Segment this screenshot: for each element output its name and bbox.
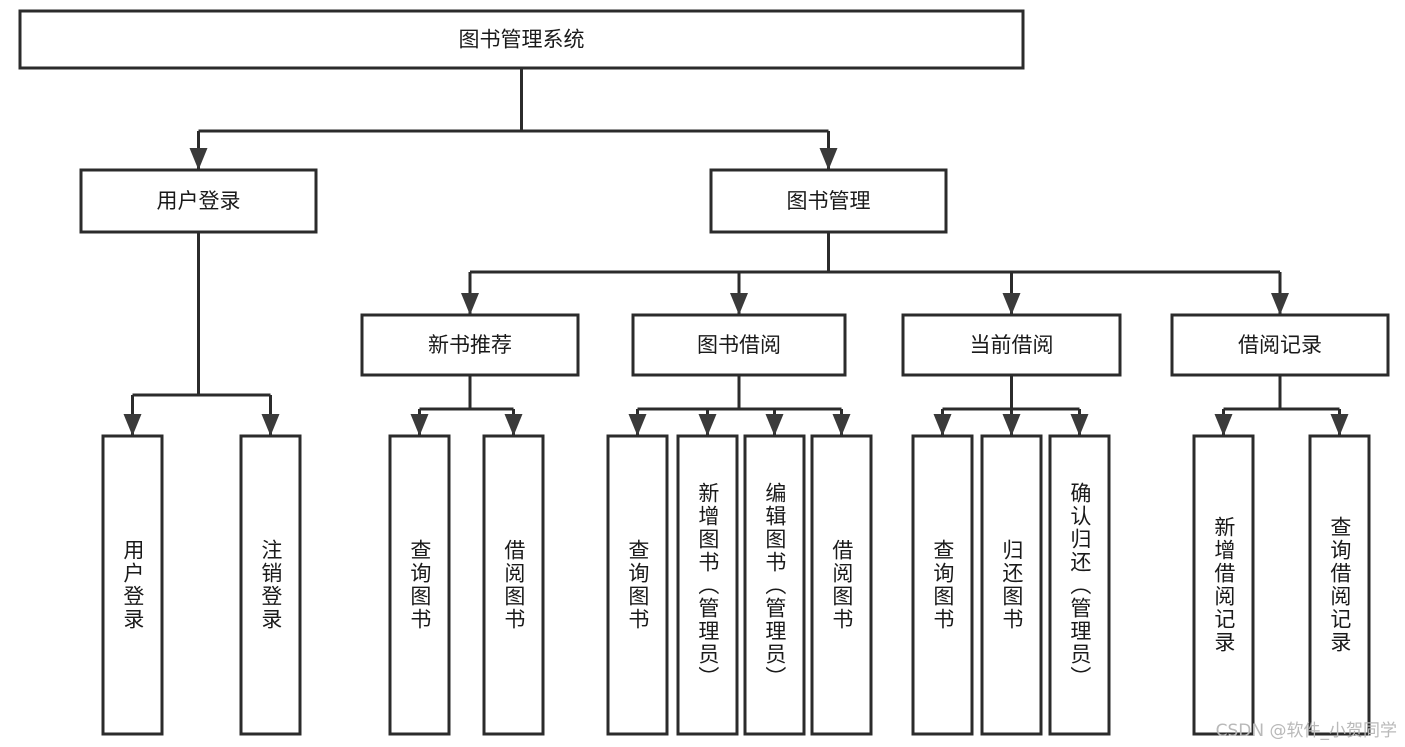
node-box-level2-图书管理[interactable] [709, 168, 948, 234]
leaf-box-1-注销登录[interactable] [239, 434, 302, 736]
node-box-level3-新书推荐[interactable] [360, 313, 580, 377]
arrow-down-icon-root-1 [819, 148, 838, 170]
node-box-level3-当前借阅[interactable] [901, 313, 1122, 377]
arrow-down-icon-current-0 [933, 414, 952, 436]
arrow-down-icon-borrow-3 [832, 414, 851, 436]
arrow-down-icon-bookmgmt-3 [1271, 293, 1289, 315]
node-label-level2-用户登录: 用户登录 [157, 189, 241, 213]
node-box-level2-用户登录[interactable] [79, 168, 318, 234]
arrow-down-icon-current-2 [1070, 414, 1089, 436]
leaf-box-8-查询图书[interactable] [911, 434, 974, 736]
leaf-box-12-查询借阅记录[interactable] [1308, 434, 1371, 736]
leaf-box-9-归还图书[interactable] [980, 434, 1043, 736]
node-label-level3-借阅记录: 借阅记录 [1238, 333, 1322, 357]
arrow-down-icon-records-0 [1214, 414, 1233, 436]
connectors-layer [123, 68, 1349, 436]
arrow-down-icon-root-0 [189, 148, 208, 170]
arrow-down-icon-current-1 [1002, 414, 1021, 436]
leaf-box-11-新增借阅记录[interactable] [1192, 434, 1255, 736]
leaf-box-6-编辑图书管理员[interactable] [743, 434, 806, 736]
arrow-down-icon-borrow-2 [765, 414, 784, 436]
leaf-box-2-查询图书[interactable] [388, 434, 451, 736]
leaf-box-0-用户登录[interactable] [101, 434, 164, 736]
node-box-level3-图书借阅[interactable] [631, 313, 847, 377]
node-label-level3-当前借阅: 当前借阅 [970, 333, 1054, 357]
leaf-box-10-确认归还管理员[interactable] [1048, 434, 1111, 736]
arrow-down-icon-bookmgmt-1 [730, 293, 748, 315]
node-label-root: 图书管理系统 [459, 28, 585, 52]
node-label-level3-新书推荐: 新书推荐 [428, 333, 512, 357]
arrow-down-icon-userlogin-1 [261, 414, 280, 436]
leaf-box-7-借阅图书[interactable] [810, 434, 873, 736]
arrow-down-icon-borrow-0 [628, 414, 647, 436]
node-box-level3-借阅记录[interactable] [1170, 313, 1390, 377]
leaf-box-5-新增图书管理员[interactable] [676, 434, 739, 736]
watermark: CSDN @软件_小贺同学 [1215, 721, 1397, 741]
arrow-down-icon-newbooks-1 [504, 414, 523, 436]
arrow-down-icon-borrow-1 [698, 414, 717, 436]
arrow-down-icon-userlogin-0 [123, 414, 142, 436]
arrow-down-icon-records-1 [1330, 414, 1349, 436]
node-label-level2-图书管理: 图书管理 [787, 189, 871, 213]
node-label-level3-图书借阅: 图书借阅 [697, 333, 781, 357]
arrow-down-icon-bookmgmt-2 [1002, 293, 1021, 315]
arrow-down-icon-bookmgmt-0 [461, 293, 479, 315]
leaf-box-4-查询图书[interactable] [606, 434, 669, 736]
leaf-box-3-借阅图书[interactable] [482, 434, 545, 736]
node-box-root[interactable] [18, 9, 1025, 70]
boxes-layer [18, 9, 1390, 736]
arrow-down-icon-newbooks-0 [410, 414, 429, 436]
